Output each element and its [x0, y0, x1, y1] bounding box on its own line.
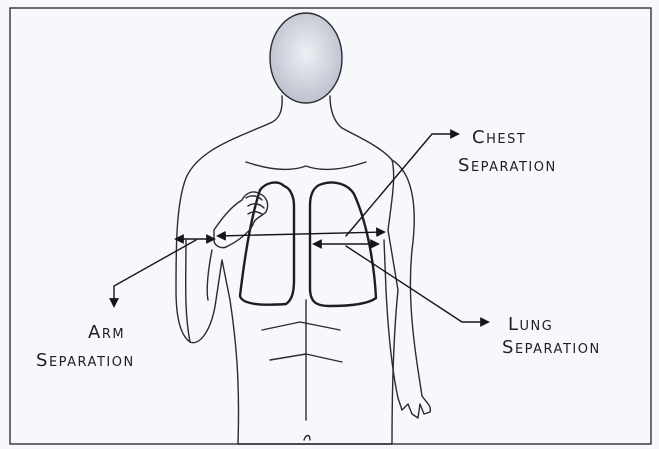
figure-head — [270, 13, 342, 103]
